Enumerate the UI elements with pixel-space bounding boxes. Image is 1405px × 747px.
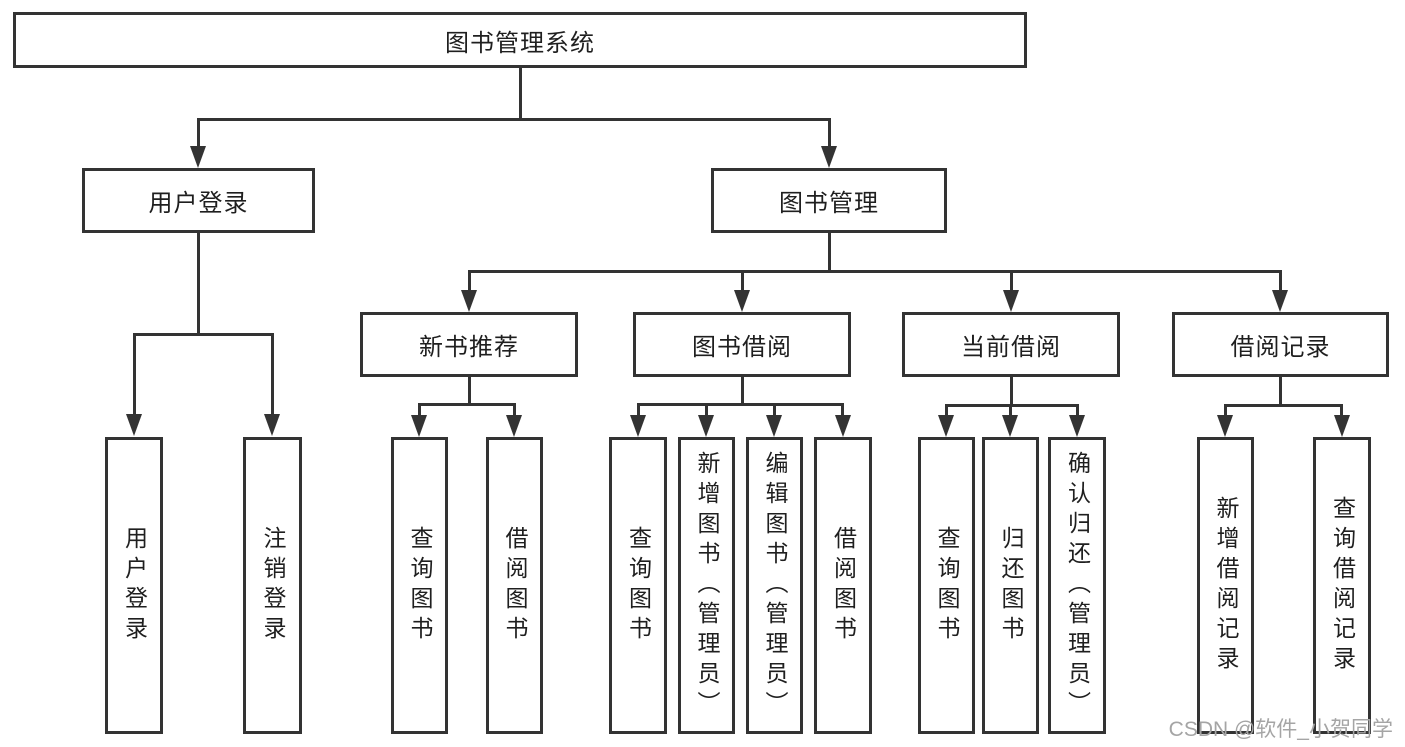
leaf-query-books-recommend: 查询图书 <box>391 437 448 734</box>
node-book-management: 图书管理 <box>711 168 947 233</box>
leaf-add-borrow-record: 新增借阅记录 <box>1197 437 1254 734</box>
leaf-add-books-admin: 新增图书（管理员） <box>678 437 735 734</box>
arrow-down-icon <box>766 415 782 437</box>
connector-level1-hline <box>197 118 831 121</box>
arrow-down-icon <box>734 290 750 312</box>
arrow-down-icon <box>630 415 646 437</box>
leaf-label: 新增图书（管理员） <box>694 450 720 721</box>
connector-user-subtree-hline <box>133 333 273 336</box>
connector-user-leaf1-stem <box>133 333 136 414</box>
node-book-borrowing: 图书借阅 <box>633 312 851 377</box>
connector-g3-leaf3-stem <box>1076 404 1079 415</box>
node-borrow-records: 借阅记录 <box>1172 312 1389 377</box>
connector-book-mgmt-stem <box>828 118 831 146</box>
leaf-label: 归还图书 <box>998 525 1024 646</box>
node-current-borrowing: 当前借阅 <box>902 312 1120 377</box>
leaf-edit-books-admin: 编辑图书（管理员） <box>746 437 803 734</box>
leaf-label: 查询图书 <box>407 525 433 646</box>
arrow-down-icon <box>190 146 206 168</box>
arrow-down-icon <box>461 290 477 312</box>
leaf-label: 查询图书 <box>625 525 652 646</box>
connector-g4-leaf1-stem <box>1224 404 1227 415</box>
leaf-logout: 注销登录 <box>243 437 302 734</box>
leaf-user-login: 用户登录 <box>105 437 163 734</box>
leaf-borrow-books: 借阅图书 <box>814 437 872 734</box>
connector-g1-leaf2-stem <box>513 403 516 415</box>
leaf-label: 确认归还（管理员） <box>1064 450 1091 721</box>
leaf-label: 注销登录 <box>260 525 286 646</box>
connector-level3-hline <box>469 270 1281 273</box>
connector-g3-leaf1-stem <box>945 404 948 415</box>
connector-current-borrow-stem <box>1010 270 1013 290</box>
connector-g2-leaf2-stem <box>705 403 708 415</box>
connector-book-borrow-stem <box>741 270 744 290</box>
connector-g3-hline <box>946 404 1078 407</box>
connector-g2-hline <box>638 403 843 406</box>
leaf-label: 查询借阅记录 <box>1329 495 1356 676</box>
connector-g2-leaf4-stem <box>841 403 844 415</box>
arrow-down-icon <box>835 415 851 437</box>
connector-g4-hline <box>1225 404 1343 407</box>
connector-user-leaf2-stem <box>271 333 274 414</box>
arrow-down-icon <box>821 146 837 168</box>
leaf-query-borrow-record: 查询借阅记录 <box>1313 437 1371 734</box>
leaf-borrow-books-recommend: 借阅图书 <box>486 437 543 734</box>
arrow-down-icon <box>506 415 522 437</box>
connector-g2-leaf3-stem <box>773 403 776 415</box>
arrow-down-icon <box>938 415 954 437</box>
connector-g4-leaf2-stem <box>1340 404 1343 415</box>
connector-borrow-records-stem <box>1279 270 1282 290</box>
arrow-down-icon <box>411 415 427 437</box>
arrow-down-icon <box>1069 415 1085 437</box>
csdn-watermark: CSDN @软件_小贺同学 <box>1168 718 1393 741</box>
connector-book-subtree-stem <box>828 233 831 272</box>
node-new-book-recommend: 新书推荐 <box>360 312 578 377</box>
leaf-return-books: 归还图书 <box>982 437 1039 734</box>
connector-g3-leaf2-stem <box>1009 404 1012 415</box>
arrow-down-icon <box>126 414 142 436</box>
arrow-down-icon <box>1334 415 1350 437</box>
connector-g1-hline <box>419 403 516 406</box>
connector-g4-stem <box>1279 377 1282 406</box>
connector-g3-stem <box>1010 377 1013 406</box>
connector-root-stem <box>519 68 522 120</box>
connector-user-login-stem <box>197 118 200 146</box>
node-root-library-system: 图书管理系统 <box>13 12 1027 68</box>
leaf-query-books-current: 查询图书 <box>918 437 975 734</box>
arrow-down-icon <box>264 414 280 436</box>
leaf-label: 新增借阅记录 <box>1213 495 1239 676</box>
connector-new-books-stem <box>468 270 471 290</box>
arrow-down-icon <box>1217 415 1233 437</box>
connector-user-subtree-stem <box>197 233 200 335</box>
arrow-down-icon <box>1002 415 1018 437</box>
leaf-label: 查询图书 <box>934 525 960 646</box>
connector-g2-leaf1-stem <box>637 403 640 415</box>
connector-g1-stem <box>468 377 471 405</box>
leaf-label: 借阅图书 <box>830 525 857 646</box>
arrow-down-icon <box>1003 290 1019 312</box>
arrow-down-icon <box>1272 290 1288 312</box>
leaf-label: 编辑图书（管理员） <box>762 450 788 721</box>
arrow-down-icon <box>698 415 714 437</box>
node-user-login: 用户登录 <box>82 168 315 233</box>
leaf-label: 用户登录 <box>121 525 148 646</box>
connector-g2-stem <box>741 377 744 405</box>
leaf-query-books: 查询图书 <box>609 437 667 734</box>
connector-g1-leaf1-stem <box>418 403 421 415</box>
leaf-confirm-return-admin: 确认归还（管理员） <box>1048 437 1106 734</box>
leaf-label: 借阅图书 <box>502 525 528 646</box>
